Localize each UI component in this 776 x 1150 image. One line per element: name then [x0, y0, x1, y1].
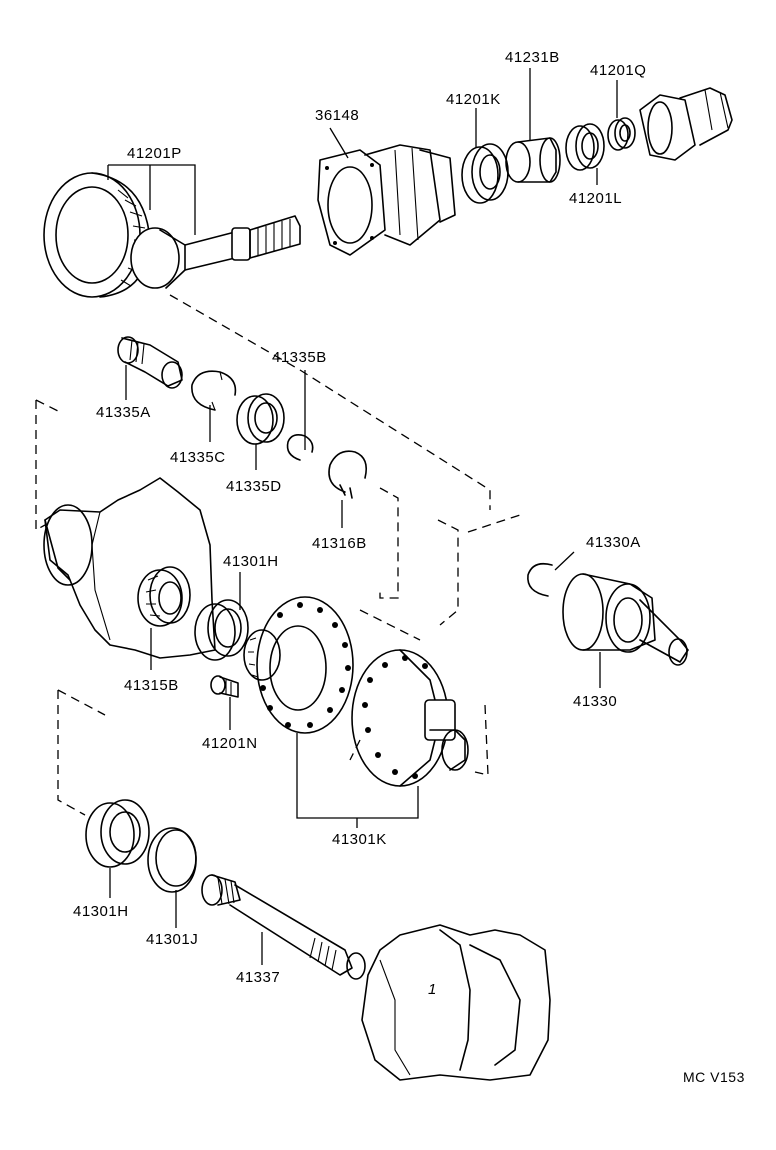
snap-ring-41335C	[191, 370, 237, 411]
label-36148: 36148	[315, 107, 359, 124]
label-41301H-lower: 41301H	[73, 903, 129, 920]
bearing-41301H-upper	[194, 599, 249, 661]
spacer-41231B	[505, 137, 561, 183]
label-41335C: 41335C	[170, 449, 226, 466]
label-41330A: 41330A	[586, 534, 641, 551]
label-41201K: 41201K	[446, 91, 501, 108]
companion-flange	[639, 87, 733, 161]
bearing-41301H-lower	[85, 799, 150, 868]
label-41335A: 41335A	[96, 404, 151, 421]
bolt-41201N	[210, 675, 239, 698]
label-41335D: 41335D	[226, 478, 282, 495]
adapter-housing-36148	[317, 144, 456, 256]
nut-41201Q	[607, 117, 636, 151]
bearing-41201K	[461, 143, 509, 204]
differential-case-41301K-right	[351, 649, 469, 787]
ring-gear-pinion-set-41201P	[43, 172, 301, 298]
snap-ring-41330A	[527, 562, 553, 597]
gear-41315B	[137, 566, 191, 627]
bearing-41335D	[236, 393, 285, 445]
snap-ring-41316B	[328, 450, 368, 499]
label-41330: 41330	[573, 693, 617, 710]
output-shaft-41337	[201, 874, 366, 980]
hub-41330	[562, 573, 689, 666]
transfer-case-housing	[43, 477, 216, 659]
label-41201P: 41201P	[127, 145, 182, 162]
pinion-shaft-41335A	[117, 336, 183, 389]
label-41201L: 41201L	[569, 190, 622, 207]
snap-ring-41335B	[286, 434, 314, 461]
label-41301J: 41301J	[146, 931, 198, 948]
main-case-1	[361, 924, 551, 1081]
label-41301H-upper: 41301H	[223, 553, 279, 570]
differential-case-41301K-left	[243, 596, 354, 734]
label-41335B: 41335B	[272, 349, 327, 366]
bearing-41201L	[565, 123, 605, 171]
alignment-lines	[35, 294, 521, 816]
shim-ring-41301J	[147, 827, 197, 893]
label-41337: 41337	[236, 969, 280, 986]
label-1: 1	[428, 981, 437, 998]
label-41201Q: 41201Q	[590, 62, 646, 79]
label-41316B: 41316B	[312, 535, 367, 552]
label-41231B: 41231B	[505, 49, 560, 66]
label-41201N: 41201N	[202, 735, 258, 752]
label-41315B: 41315B	[124, 677, 179, 694]
leader-lines	[107, 68, 618, 965]
label-41301K: 41301K	[332, 831, 387, 848]
diagram-reference-code: MC V153	[683, 1069, 745, 1085]
